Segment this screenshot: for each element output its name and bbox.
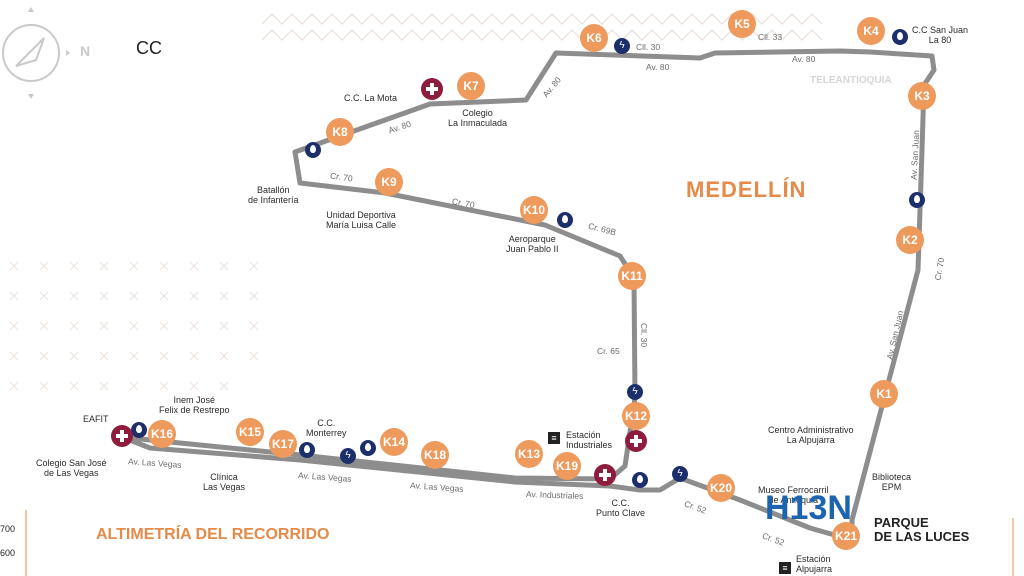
- altimetry-value-600: 600: [0, 548, 16, 558]
- medical-cross-icon: [421, 78, 443, 100]
- event-logo: H13N: [765, 489, 852, 527]
- km-marker-k1: K1: [870, 380, 898, 408]
- km-marker-k18: K18: [421, 441, 449, 469]
- km-marker-k14: K14: [380, 428, 408, 456]
- medical-cross-icon: [625, 430, 647, 452]
- medical-cross-icon: [594, 464, 616, 486]
- water-drop-icon: [305, 142, 321, 158]
- water-drop-icon: [892, 29, 908, 45]
- water-drop-icon: [909, 192, 925, 208]
- km-marker-k20: K20: [707, 474, 735, 502]
- city-title: MEDELLÍN: [686, 177, 807, 202]
- km-marker-k16: K16: [148, 420, 176, 448]
- km-marker-k5: K5: [728, 10, 756, 38]
- caption-cc-label: CC: [136, 38, 162, 58]
- km-marker-k15: K15: [236, 418, 264, 446]
- km-marker-k8: K8: [326, 118, 354, 146]
- route-line-lower: [119, 434, 855, 543]
- metro-station-icon: ≡: [779, 562, 791, 574]
- road-label: Cr. 65: [597, 346, 620, 356]
- km-marker-k12: K12: [622, 402, 650, 430]
- energy-bolt-icon: ϟ: [340, 448, 356, 464]
- road-label: Av. 80: [792, 54, 816, 64]
- place-cc-punto-clave: C.C.Punto Clave: [596, 498, 646, 518]
- logo-caption-line1: PARQUE: [874, 515, 929, 530]
- logo-caption-line2: DE LAS LUCES: [874, 529, 970, 544]
- km-marker-k11: K11: [618, 262, 646, 290]
- altimetry-title: ALTIMETRÍA DEL RECORRIDO: [96, 526, 330, 543]
- place-eafit: EAFIT: [83, 414, 109, 424]
- energy-bolt-icon: ϟ: [672, 466, 688, 482]
- medical-cross-icon: [111, 425, 133, 447]
- km-marker-k10: K10: [520, 196, 548, 224]
- place-cc-la-mota: C.C. La Mota: [344, 93, 398, 103]
- km-marker-k6: K6: [580, 24, 608, 52]
- water-drop-icon: [360, 440, 376, 456]
- water-drop-icon: [557, 212, 573, 228]
- km-marker-k19: K19: [553, 452, 581, 480]
- watermark-logo: TELEANTIOQUIA: [810, 75, 892, 86]
- road-label: Cll. 30: [636, 42, 661, 52]
- km-marker-k2: K2: [896, 226, 924, 254]
- water-drop-icon: [131, 422, 147, 438]
- km-marker-k7: K7: [457, 72, 485, 100]
- energy-bolt-icon: ϟ: [614, 38, 630, 54]
- water-drop-icon: [632, 472, 648, 488]
- road-label: Av. 80: [646, 62, 670, 72]
- km-marker-k4: K4: [857, 17, 885, 45]
- decorative-pattern-left: [9, 261, 259, 391]
- km-marker-k3: K3: [908, 82, 936, 110]
- compass-north-label: N: [80, 43, 91, 59]
- energy-bolt-icon: ϟ: [627, 384, 643, 400]
- road-label: Cll. 30: [639, 322, 650, 348]
- altimetry-value-700: 700: [0, 524, 16, 534]
- km-marker-k17: K17: [269, 430, 297, 458]
- km-marker-k21: K21: [832, 522, 860, 550]
- water-drop-icon: [299, 442, 315, 458]
- place-cc-monterrey: C.C.Monterrey: [306, 418, 347, 438]
- km-marker-k13: K13: [515, 440, 543, 468]
- metro-station-icon: ≡: [548, 432, 560, 444]
- road-label: Av. Industriales: [525, 489, 584, 501]
- road-label: Cll. 33: [758, 32, 783, 42]
- km-marker-k9: K9: [375, 168, 403, 196]
- compass-icon: [2, 7, 70, 99]
